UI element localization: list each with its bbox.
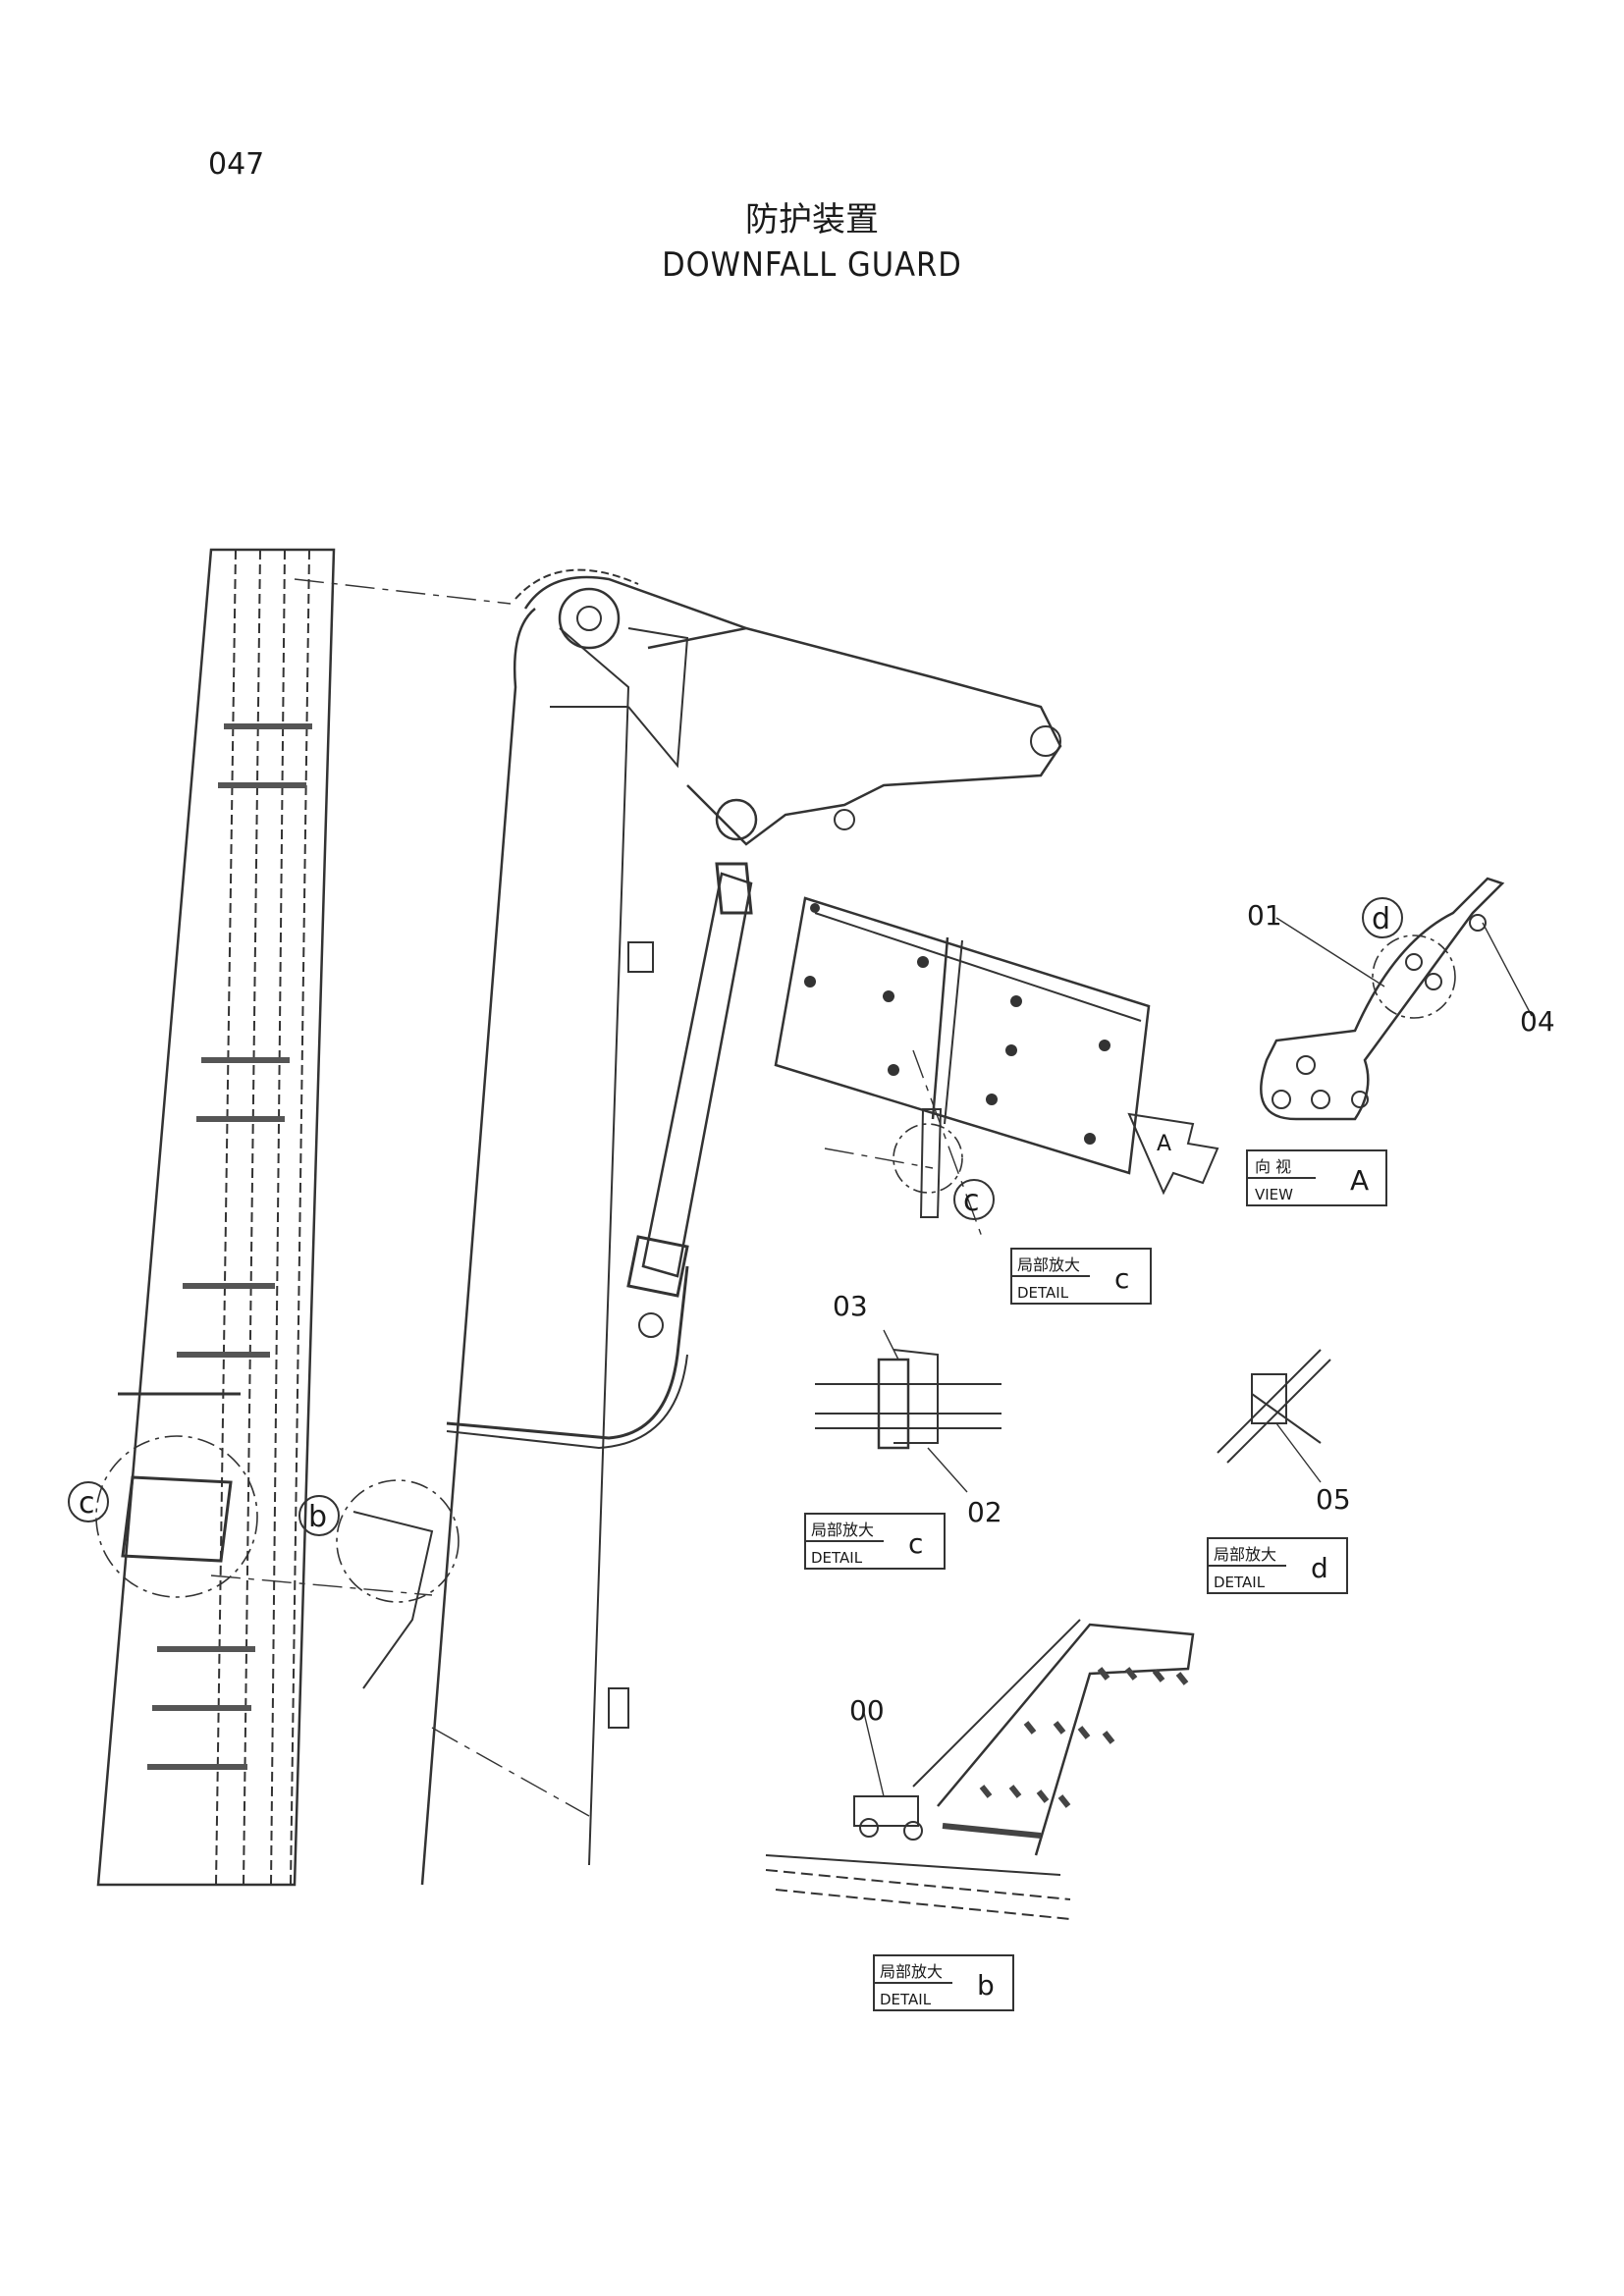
box-detail-d: 局部放大 DETAIL d (1214, 1545, 1328, 1591)
part-number-00: 00 (849, 1694, 885, 1727)
svg-text:d: d (1311, 1552, 1328, 1584)
left-boom-assembly (95, 548, 336, 1887)
view-a-plate (774, 896, 1219, 1218)
label-box-frames (804, 1149, 1387, 2011)
svg-text:b: b (977, 1969, 995, 2002)
detail-d-cross (1217, 1349, 1331, 1483)
callout-b-main: b (308, 1500, 327, 1534)
svg-text:VIEW: VIEW (1255, 1186, 1293, 1203)
svg-text:局部放大: 局部放大 (811, 1521, 874, 1539)
svg-text:局部放大: 局部放大 (1017, 1255, 1080, 1274)
svg-text:向 视: 向 视 (1255, 1157, 1291, 1176)
svg-text:局部放大: 局部放大 (880, 1962, 943, 1981)
box-detail-b: 局部放大 DETAIL b (880, 1962, 995, 2008)
page-number: 047 (208, 147, 265, 182)
callout-c-main: c (79, 1486, 95, 1521)
svg-text:DETAIL: DETAIL (1214, 1574, 1266, 1591)
detail-b-guard (765, 1619, 1195, 1920)
view-arrow-label: A (1157, 1132, 1171, 1156)
svg-text:c: c (908, 1527, 923, 1560)
svg-text:c: c (1114, 1262, 1129, 1295)
svg-text:DETAIL: DETAIL (1017, 1284, 1069, 1302)
box-detail-c-lower: 局部放大 DETAIL c (811, 1521, 923, 1567)
title-chinese: 防护装置 (745, 200, 879, 240)
second-boom-assembly (336, 568, 1062, 1886)
svg-text:DETAIL: DETAIL (811, 1549, 863, 1567)
svg-text:DETAIL: DETAIL (880, 1991, 932, 2008)
box-view-a: 向 视 VIEW A (1255, 1157, 1369, 1203)
part-number-03: 03 (833, 1290, 868, 1322)
box-detail-c-upper: 局部放大 DETAIL c (1017, 1255, 1129, 1302)
svg-text:局部放大: 局部放大 (1214, 1545, 1276, 1564)
part-number-05: 05 (1316, 1483, 1351, 1516)
part-number-01: 01 (1247, 899, 1282, 932)
title-english: DOWNFALL GUARD (662, 245, 962, 285)
part-number-04: 04 (1520, 1005, 1555, 1038)
part-number-02: 02 (967, 1496, 1002, 1528)
svg-text:A: A (1350, 1164, 1369, 1197)
detail-c-clamp (815, 1329, 1001, 1493)
detail-d-bracket (1260, 877, 1533, 1121)
callout-c-detail: c (963, 1184, 980, 1218)
callout-d-detail: d (1372, 902, 1390, 936)
